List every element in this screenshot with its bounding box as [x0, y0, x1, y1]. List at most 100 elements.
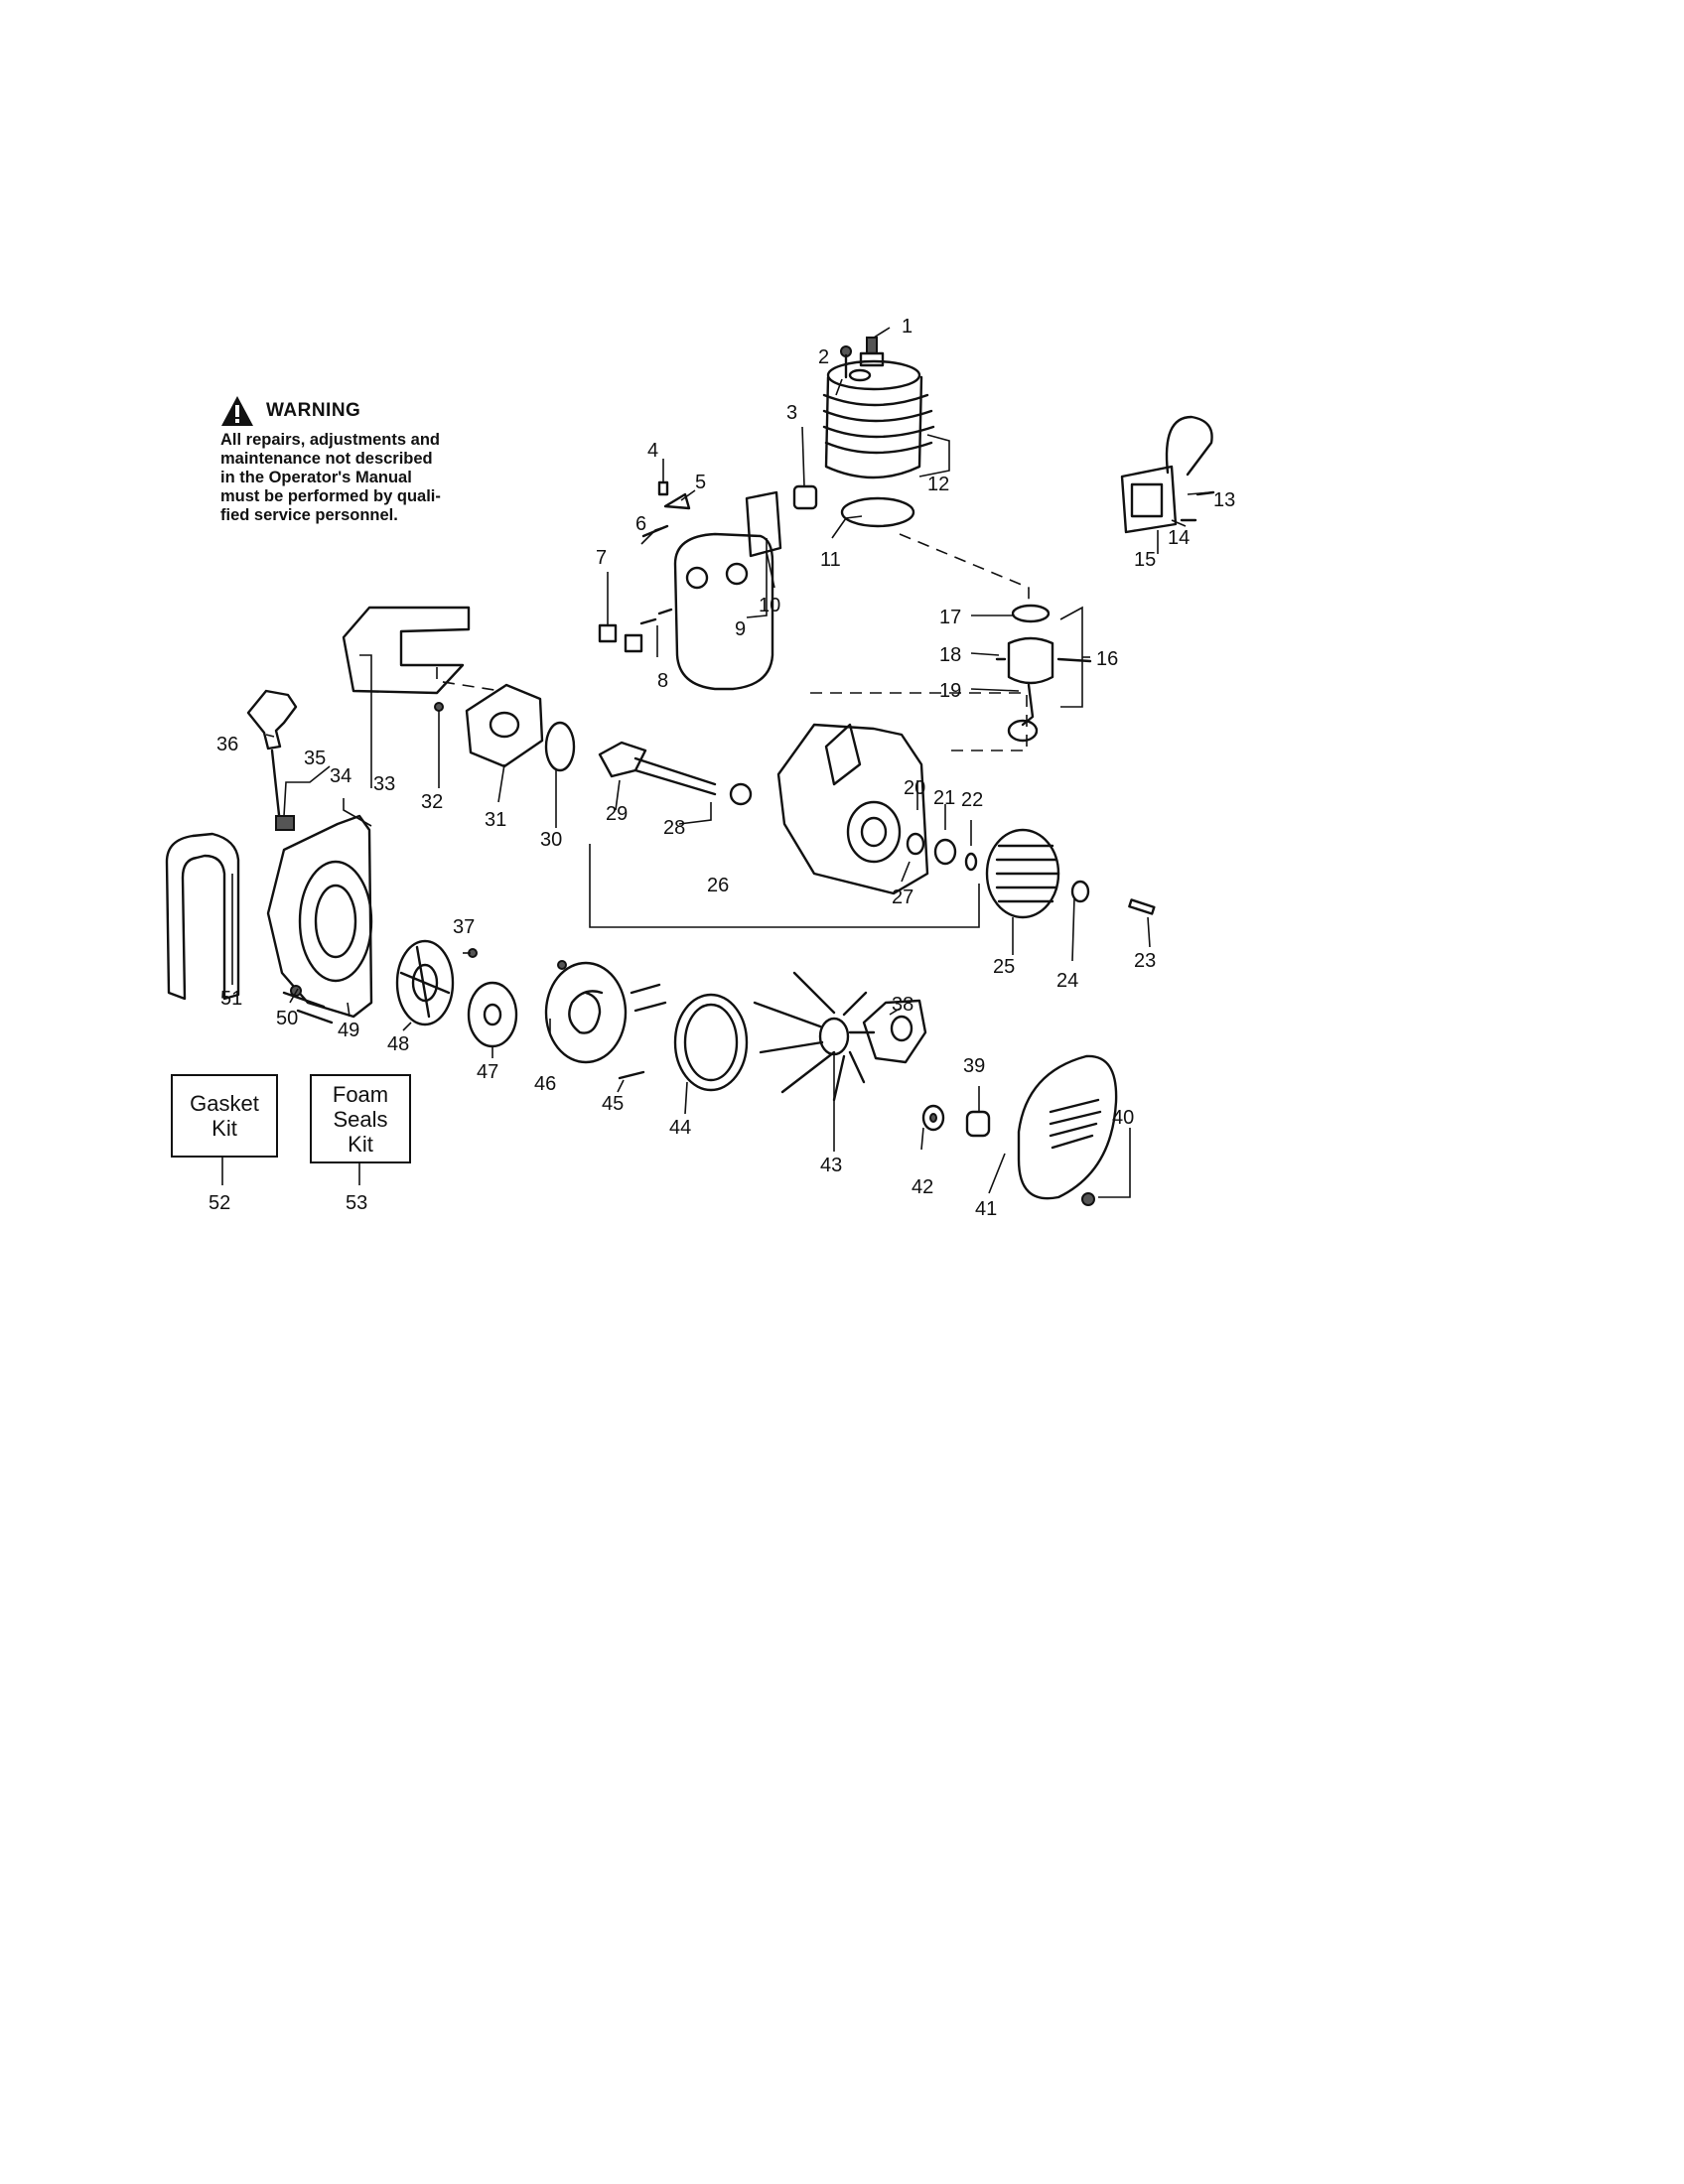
warning-line: maintenance not described: [220, 450, 433, 468]
warning-triangle-icon: [221, 396, 253, 426]
fan-cover: [1017, 1054, 1118, 1200]
choke-knob: [275, 815, 295, 831]
crankcase: [776, 723, 929, 895]
callout-28: 28: [663, 817, 685, 839]
callout-51: 51: [220, 988, 242, 1010]
intake-spacer: [792, 484, 818, 510]
callout-30: 30: [540, 829, 562, 851]
warning-line: in the Operator's Manual: [220, 469, 412, 486]
recoil-spring-housing: [544, 960, 628, 1064]
spark-plug: [859, 337, 885, 367]
warning-text: All repairs, adjustments and maintenance…: [220, 431, 498, 525]
callout-44: 44: [669, 1117, 691, 1139]
assembly-dashed-lines: [436, 533, 1030, 751]
intake-adapter: [465, 683, 544, 768]
callout-20: 20: [904, 777, 925, 799]
callout-15: 15: [1134, 549, 1156, 571]
callout-52: 52: [209, 1192, 230, 1214]
callout-48: 48: [387, 1033, 409, 1055]
callout-31: 31: [485, 809, 506, 831]
callout-21: 21: [933, 787, 955, 809]
callout-42: 42: [912, 1176, 933, 1198]
crankshaft: [598, 741, 753, 806]
callout-26: 26: [707, 875, 729, 896]
callout-25: 25: [993, 956, 1015, 978]
callout-37: 37: [453, 916, 475, 938]
callout-17: 17: [939, 607, 961, 628]
muffler: [673, 532, 774, 691]
callout-35: 35: [304, 748, 326, 769]
callout-46: 46: [534, 1073, 556, 1095]
callout-34: 34: [330, 765, 351, 787]
callout-18: 18: [939, 644, 961, 666]
adapter-screw: [434, 702, 444, 712]
part-drawings: [165, 337, 1215, 1206]
crank-bearings: [906, 832, 978, 872]
blower-housing: [266, 814, 373, 1019]
warning-header: WARNING: [220, 395, 498, 427]
callout-13: 13: [1213, 489, 1235, 511]
callout-6: 6: [635, 513, 646, 535]
muffler-heat-shield: [745, 490, 782, 558]
flywheel-key: [1128, 898, 1156, 915]
callout-7: 7: [596, 547, 607, 569]
hub-washer: [921, 1104, 945, 1132]
handle-bracket: [342, 606, 471, 695]
impeller-nut: [965, 1110, 991, 1138]
ignition-module: [1120, 415, 1215, 534]
callout-5: 5: [695, 472, 706, 493]
callout-12: 12: [927, 474, 949, 495]
callout-9: 9: [735, 618, 746, 640]
callout-49: 49: [338, 1020, 359, 1041]
plug-wrench: [246, 689, 298, 826]
flywheel: [985, 828, 1060, 919]
callout-45: 45: [602, 1093, 624, 1115]
callout-22: 22: [961, 789, 983, 811]
grip-handle: [165, 832, 240, 1001]
callout-24: 24: [1056, 970, 1078, 992]
warning-title: WARNING: [266, 400, 361, 421]
callout-2: 2: [818, 346, 829, 368]
callout-33: 33: [373, 773, 395, 795]
callout-29: 29: [606, 803, 628, 825]
cylinder: [822, 359, 935, 479]
piston-assembly: [995, 604, 1092, 743]
callout-16: 16: [1096, 648, 1118, 670]
warning-notice: WARNING All repairs, adjustments and mai…: [220, 395, 498, 525]
callout-19: 19: [939, 680, 961, 702]
callout-41: 41: [975, 1198, 997, 1220]
starter-screws: [618, 983, 667, 1080]
callout-50: 50: [276, 1008, 298, 1029]
starter-pulley: [395, 939, 455, 1026]
callout-27: 27: [892, 887, 913, 908]
cylinder-screw: [840, 345, 852, 379]
impeller-hub: [862, 999, 927, 1064]
housing-screws: [282, 991, 334, 1024]
starter-washer: [467, 981, 518, 1048]
callout-numbers: 1 2 3 4 5 6 7 8 9 10 11 12 13 14 15 16 1…: [209, 316, 1235, 1220]
callout-53: 53: [346, 1192, 367, 1214]
callout-4: 4: [647, 440, 658, 462]
callout-32: 32: [421, 791, 443, 813]
callout-23: 23: [1134, 950, 1156, 972]
callout-36: 36: [216, 734, 238, 755]
foam-seals-kit-box: Foam Seals Kit: [310, 1074, 411, 1163]
leader-lines: [221, 327, 1212, 1198]
cylinder-gasket: [840, 496, 915, 528]
callout-40: 40: [1112, 1107, 1134, 1129]
callout-47: 47: [477, 1061, 498, 1083]
callout-1: 1: [902, 316, 912, 338]
gasket-kit-box: Gasket Kit: [171, 1074, 278, 1158]
warning-line: All repairs, adjustments and: [220, 431, 440, 449]
callout-8: 8: [657, 670, 668, 692]
o-ring: [544, 721, 576, 772]
callout-3: 3: [786, 402, 797, 424]
impeller-ring: [673, 993, 749, 1092]
callout-14: 14: [1168, 527, 1190, 549]
callout-39: 39: [963, 1055, 985, 1077]
callout-10: 10: [759, 595, 780, 616]
fan-impeller: [753, 971, 876, 1102]
callout-43: 43: [820, 1155, 842, 1176]
callout-38: 38: [892, 994, 913, 1016]
